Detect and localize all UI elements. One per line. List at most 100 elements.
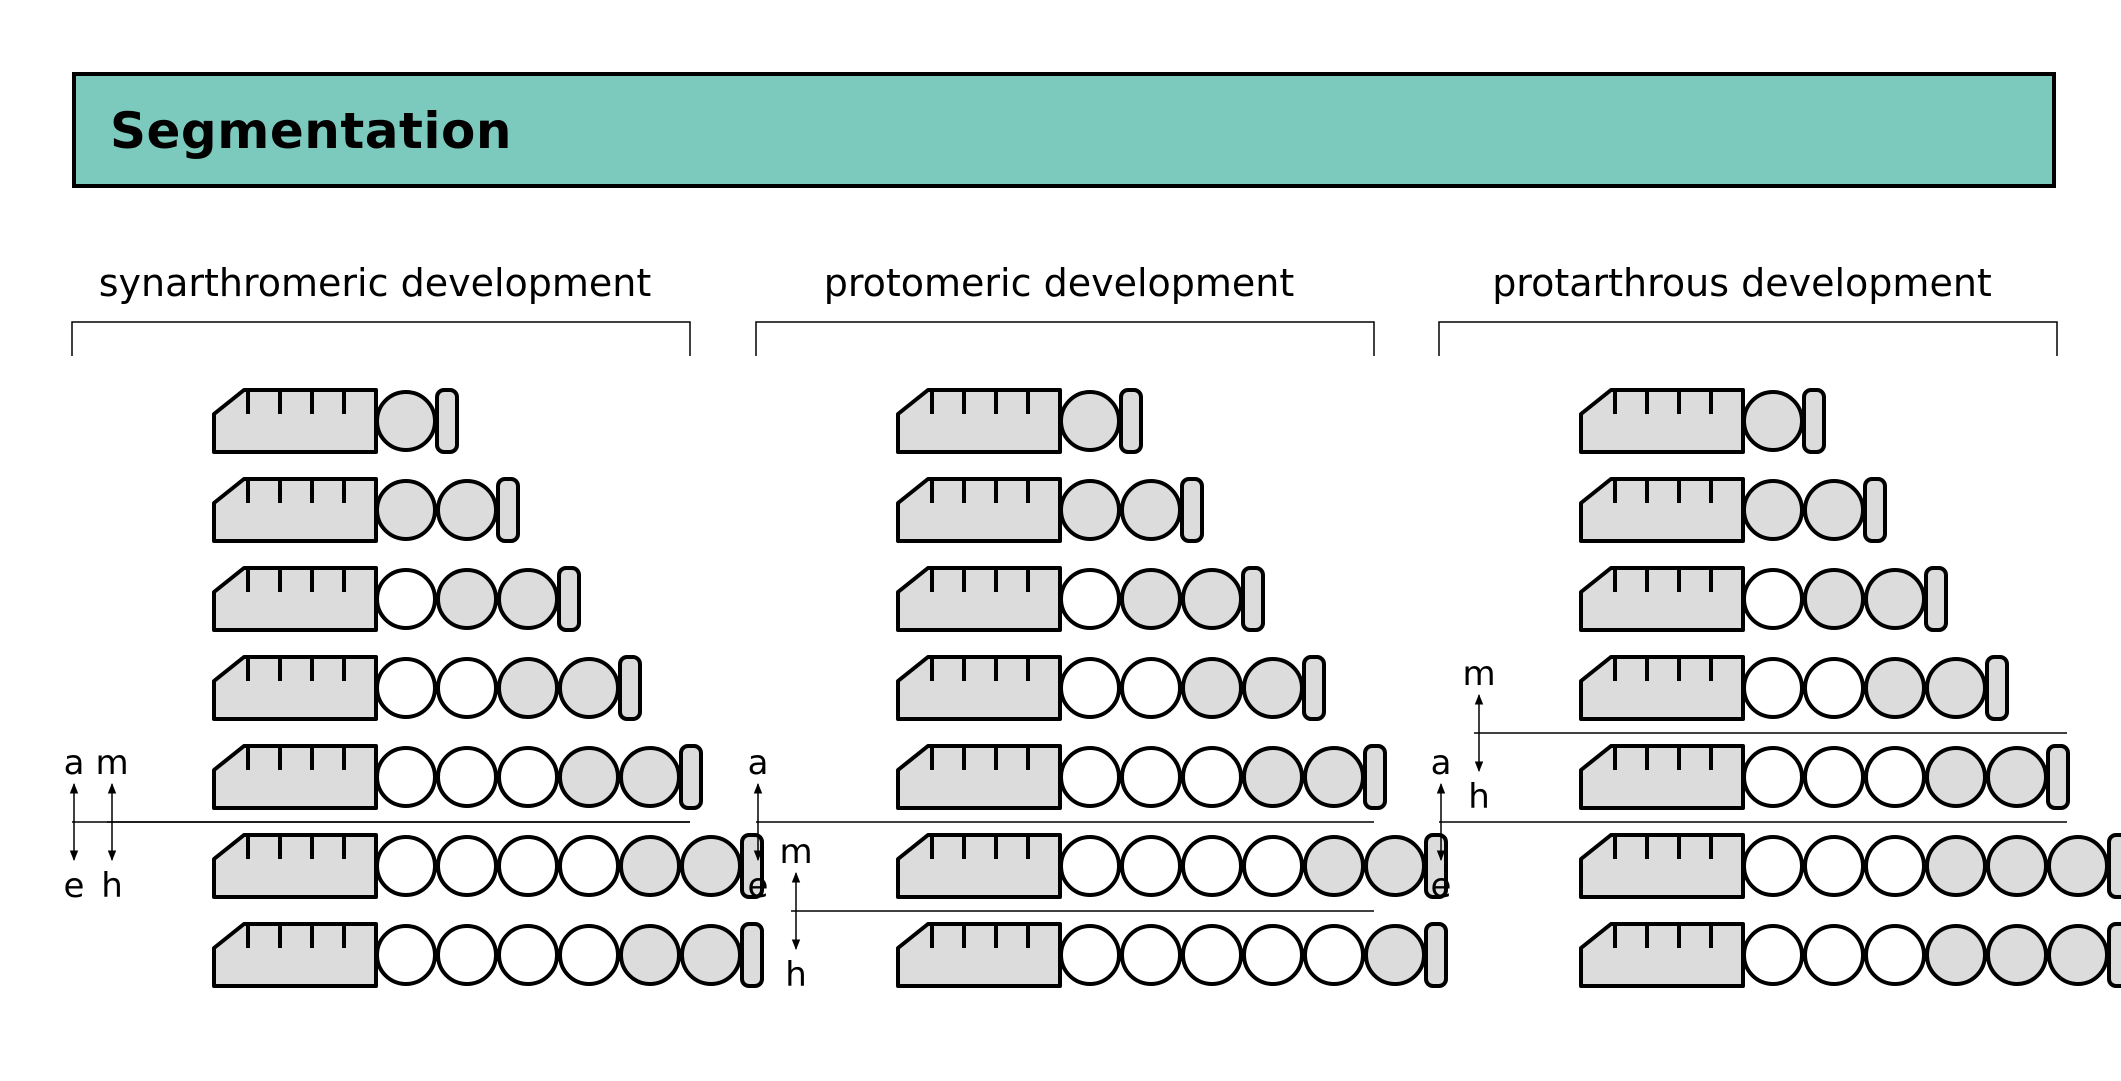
animal-row <box>212 744 703 810</box>
segment-growth <box>1303 835 1365 897</box>
segment-growth <box>558 746 620 808</box>
segment-growth <box>2047 924 2109 986</box>
marker-top-label: m <box>779 832 812 872</box>
segment-growth <box>2047 835 2109 897</box>
segment-formed <box>375 746 437 808</box>
terminal-cap <box>1985 655 2009 721</box>
animal-row <box>212 655 642 721</box>
segment-growth <box>1303 746 1365 808</box>
segment-growth <box>1925 835 1987 897</box>
head-block <box>896 388 1062 454</box>
segment-formed <box>1059 835 1121 897</box>
terminal-cap <box>1924 566 1948 632</box>
marker-bottom-label: h <box>785 955 807 995</box>
panel-label: synarthromeric development <box>99 261 652 305</box>
head-block <box>212 388 378 454</box>
animal-row <box>896 922 1448 988</box>
marker: mh <box>95 743 690 906</box>
segment-growth <box>497 568 559 630</box>
terminal-cap <box>2046 744 2070 810</box>
terminal-cap <box>435 388 459 454</box>
marker-bottom-label: e <box>64 866 85 906</box>
animal-row <box>896 566 1265 632</box>
segment-formed <box>1120 924 1182 986</box>
segment-formed <box>1181 835 1243 897</box>
segment-growth <box>1059 479 1121 541</box>
segment-growth <box>1120 568 1182 630</box>
segment-growth <box>436 479 498 541</box>
segment-formed <box>1120 835 1182 897</box>
terminal-cap <box>1302 655 1326 721</box>
animal-row <box>1579 922 2121 988</box>
segment-formed <box>1864 746 1926 808</box>
segment-formed <box>1742 657 1804 719</box>
marker: mh <box>779 832 1374 995</box>
segment-formed <box>1242 835 1304 897</box>
marker-top-label: m <box>1462 654 1495 694</box>
terminal-cap <box>496 477 520 543</box>
head-block <box>212 922 378 988</box>
segment-growth <box>1059 390 1121 452</box>
head-block <box>896 922 1062 988</box>
marker-bottom-label: h <box>1468 777 1490 817</box>
panel-label: protarthrous development <box>1492 261 1992 305</box>
segment-growth <box>1242 657 1304 719</box>
segment-growth <box>1803 479 1865 541</box>
head-block <box>212 655 378 721</box>
segment-growth <box>497 657 559 719</box>
segment-growth <box>619 746 681 808</box>
segment-formed <box>436 746 498 808</box>
head-block <box>896 833 1062 899</box>
segment-growth <box>619 835 681 897</box>
panel-bracket <box>71 321 691 356</box>
terminal-cap <box>1119 388 1143 454</box>
animal-row <box>1579 477 1887 543</box>
animal-row <box>896 833 1448 899</box>
segment-growth <box>1925 924 1987 986</box>
segment-formed <box>1803 657 1865 719</box>
animal-row <box>896 477 1204 543</box>
marker-bottom-label: e <box>748 866 769 906</box>
terminal-cap <box>1180 477 1204 543</box>
segment-formed <box>1059 746 1121 808</box>
animal-row <box>896 655 1326 721</box>
segment-formed <box>1059 568 1121 630</box>
segment-growth <box>1864 568 1926 630</box>
segment-formed <box>1742 568 1804 630</box>
animal-row <box>1579 744 2070 810</box>
page-title: Segmentation <box>110 102 512 160</box>
marker: mh <box>1462 654 2067 817</box>
animal-row <box>896 744 1387 810</box>
head-block <box>896 566 1062 632</box>
marker: ae <box>748 743 1374 906</box>
segment-growth <box>1986 835 2048 897</box>
segment-growth <box>1986 924 2048 986</box>
animal-row <box>1579 655 2009 721</box>
head-block <box>1579 477 1745 543</box>
segment-formed <box>497 835 559 897</box>
segment-formed <box>1242 924 1304 986</box>
segment-growth <box>1986 746 2048 808</box>
head-block <box>1579 655 1745 721</box>
segment-growth <box>375 479 437 541</box>
segment-growth <box>1242 746 1304 808</box>
segment-growth <box>619 924 681 986</box>
segment-formed <box>1864 835 1926 897</box>
terminal-cap <box>2107 922 2121 988</box>
head-block <box>1579 922 1745 988</box>
terminal-cap <box>1241 566 1265 632</box>
marker-top-label: a <box>748 743 769 783</box>
segment-formed <box>497 924 559 986</box>
terminal-cap <box>679 744 703 810</box>
segment-formed <box>436 657 498 719</box>
segment-formed <box>558 924 620 986</box>
marker-bottom-label: h <box>101 866 123 906</box>
segment-formed <box>1181 924 1243 986</box>
segment-growth <box>1742 390 1804 452</box>
segment-formed <box>1120 746 1182 808</box>
terminal-cap <box>740 922 764 988</box>
segment-growth <box>1181 657 1243 719</box>
animal-row <box>212 922 764 988</box>
